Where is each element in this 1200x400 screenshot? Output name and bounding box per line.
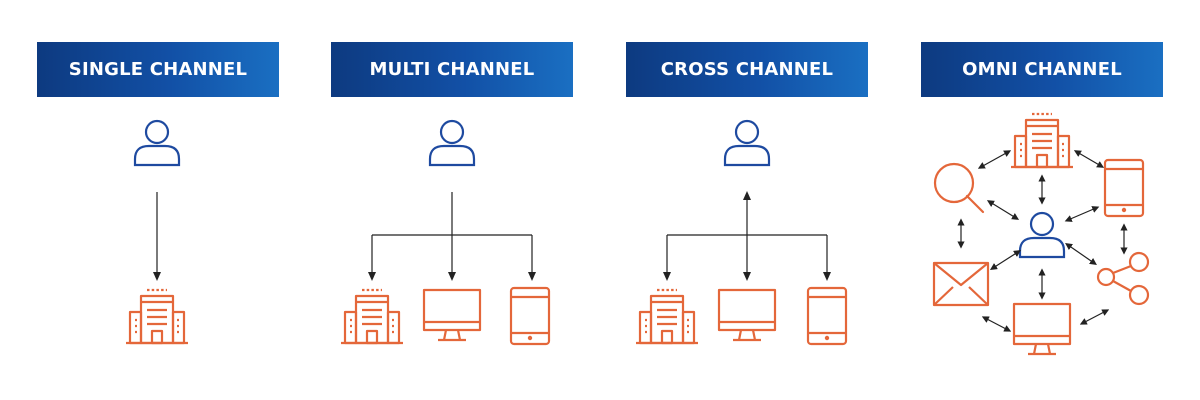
hotel-icon [124,288,190,345]
user-icon [428,119,476,167]
arrowhead [663,272,671,281]
header-multi-channel: MULTI CHANNEL [331,42,573,97]
arrow-mail-monitor [981,316,1012,332]
header-label: CROSS CHANNEL [660,59,834,80]
arrow-search-user [986,200,1020,220]
header-label: MULTI CHANNEL [369,59,535,80]
omni-connectors [957,150,1128,332]
monitor-icon [717,288,777,342]
arrowhead [368,272,376,281]
arrow-mail-user [989,250,1022,270]
arrow-user-tablet [1064,206,1100,222]
branch-connector [371,192,533,274]
arrowhead [153,272,161,281]
user-icon [133,119,181,167]
arrow-hotel-tablet [1073,150,1105,168]
header-omni-channel: OMNI CHANNEL [921,42,1163,97]
arrowhead [823,272,831,281]
hotel-icon [1009,112,1075,169]
header-label: SINGLE CHANNEL [68,59,248,80]
tablet-icon [806,286,848,346]
search-icon [933,162,985,214]
user-icon [1018,211,1066,259]
monitor-icon [1012,302,1072,356]
monitor-icon [422,288,482,342]
mail-icon [932,261,990,307]
arrowhead [528,272,536,281]
header-label: OMNI CHANNEL [962,59,1122,80]
header-cross-channel: CROSS CHANNEL [626,42,868,97]
share-icon [1096,251,1150,306]
arrowhead [743,191,751,200]
arrow-user-share [1065,242,1097,266]
arrow-monitor-share [1079,309,1110,325]
user-icon [723,119,771,167]
tablet-icon [1103,158,1145,218]
hotel-icon [634,288,700,345]
arrowhead [448,272,456,281]
arrow-search-hotel [977,150,1012,169]
arrowhead [743,272,751,281]
branch-connector [666,197,828,274]
tablet-icon [509,286,551,346]
header-single-channel: SINGLE CHANNEL [37,42,279,97]
hotel-icon [339,288,405,345]
